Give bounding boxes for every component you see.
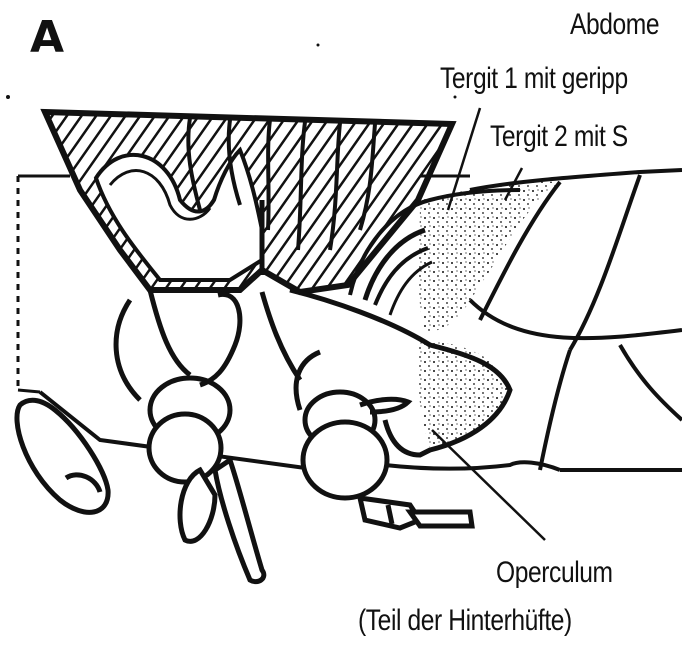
panel-letter: A (30, 12, 64, 63)
label-abdomen: Abdome (570, 8, 659, 42)
label-tergit-1: Tergit 1 mit geripp (440, 62, 628, 96)
hatched-plate (45, 112, 452, 292)
legs (17, 290, 472, 582)
abdomen (350, 170, 682, 470)
specks (6, 44, 457, 100)
label-tergit-2: Tergit 2 mit S (490, 120, 628, 154)
label-operculum-note: (Teil der Hinterhüfte) (358, 604, 572, 638)
label-operculum: Operculum (496, 556, 613, 590)
